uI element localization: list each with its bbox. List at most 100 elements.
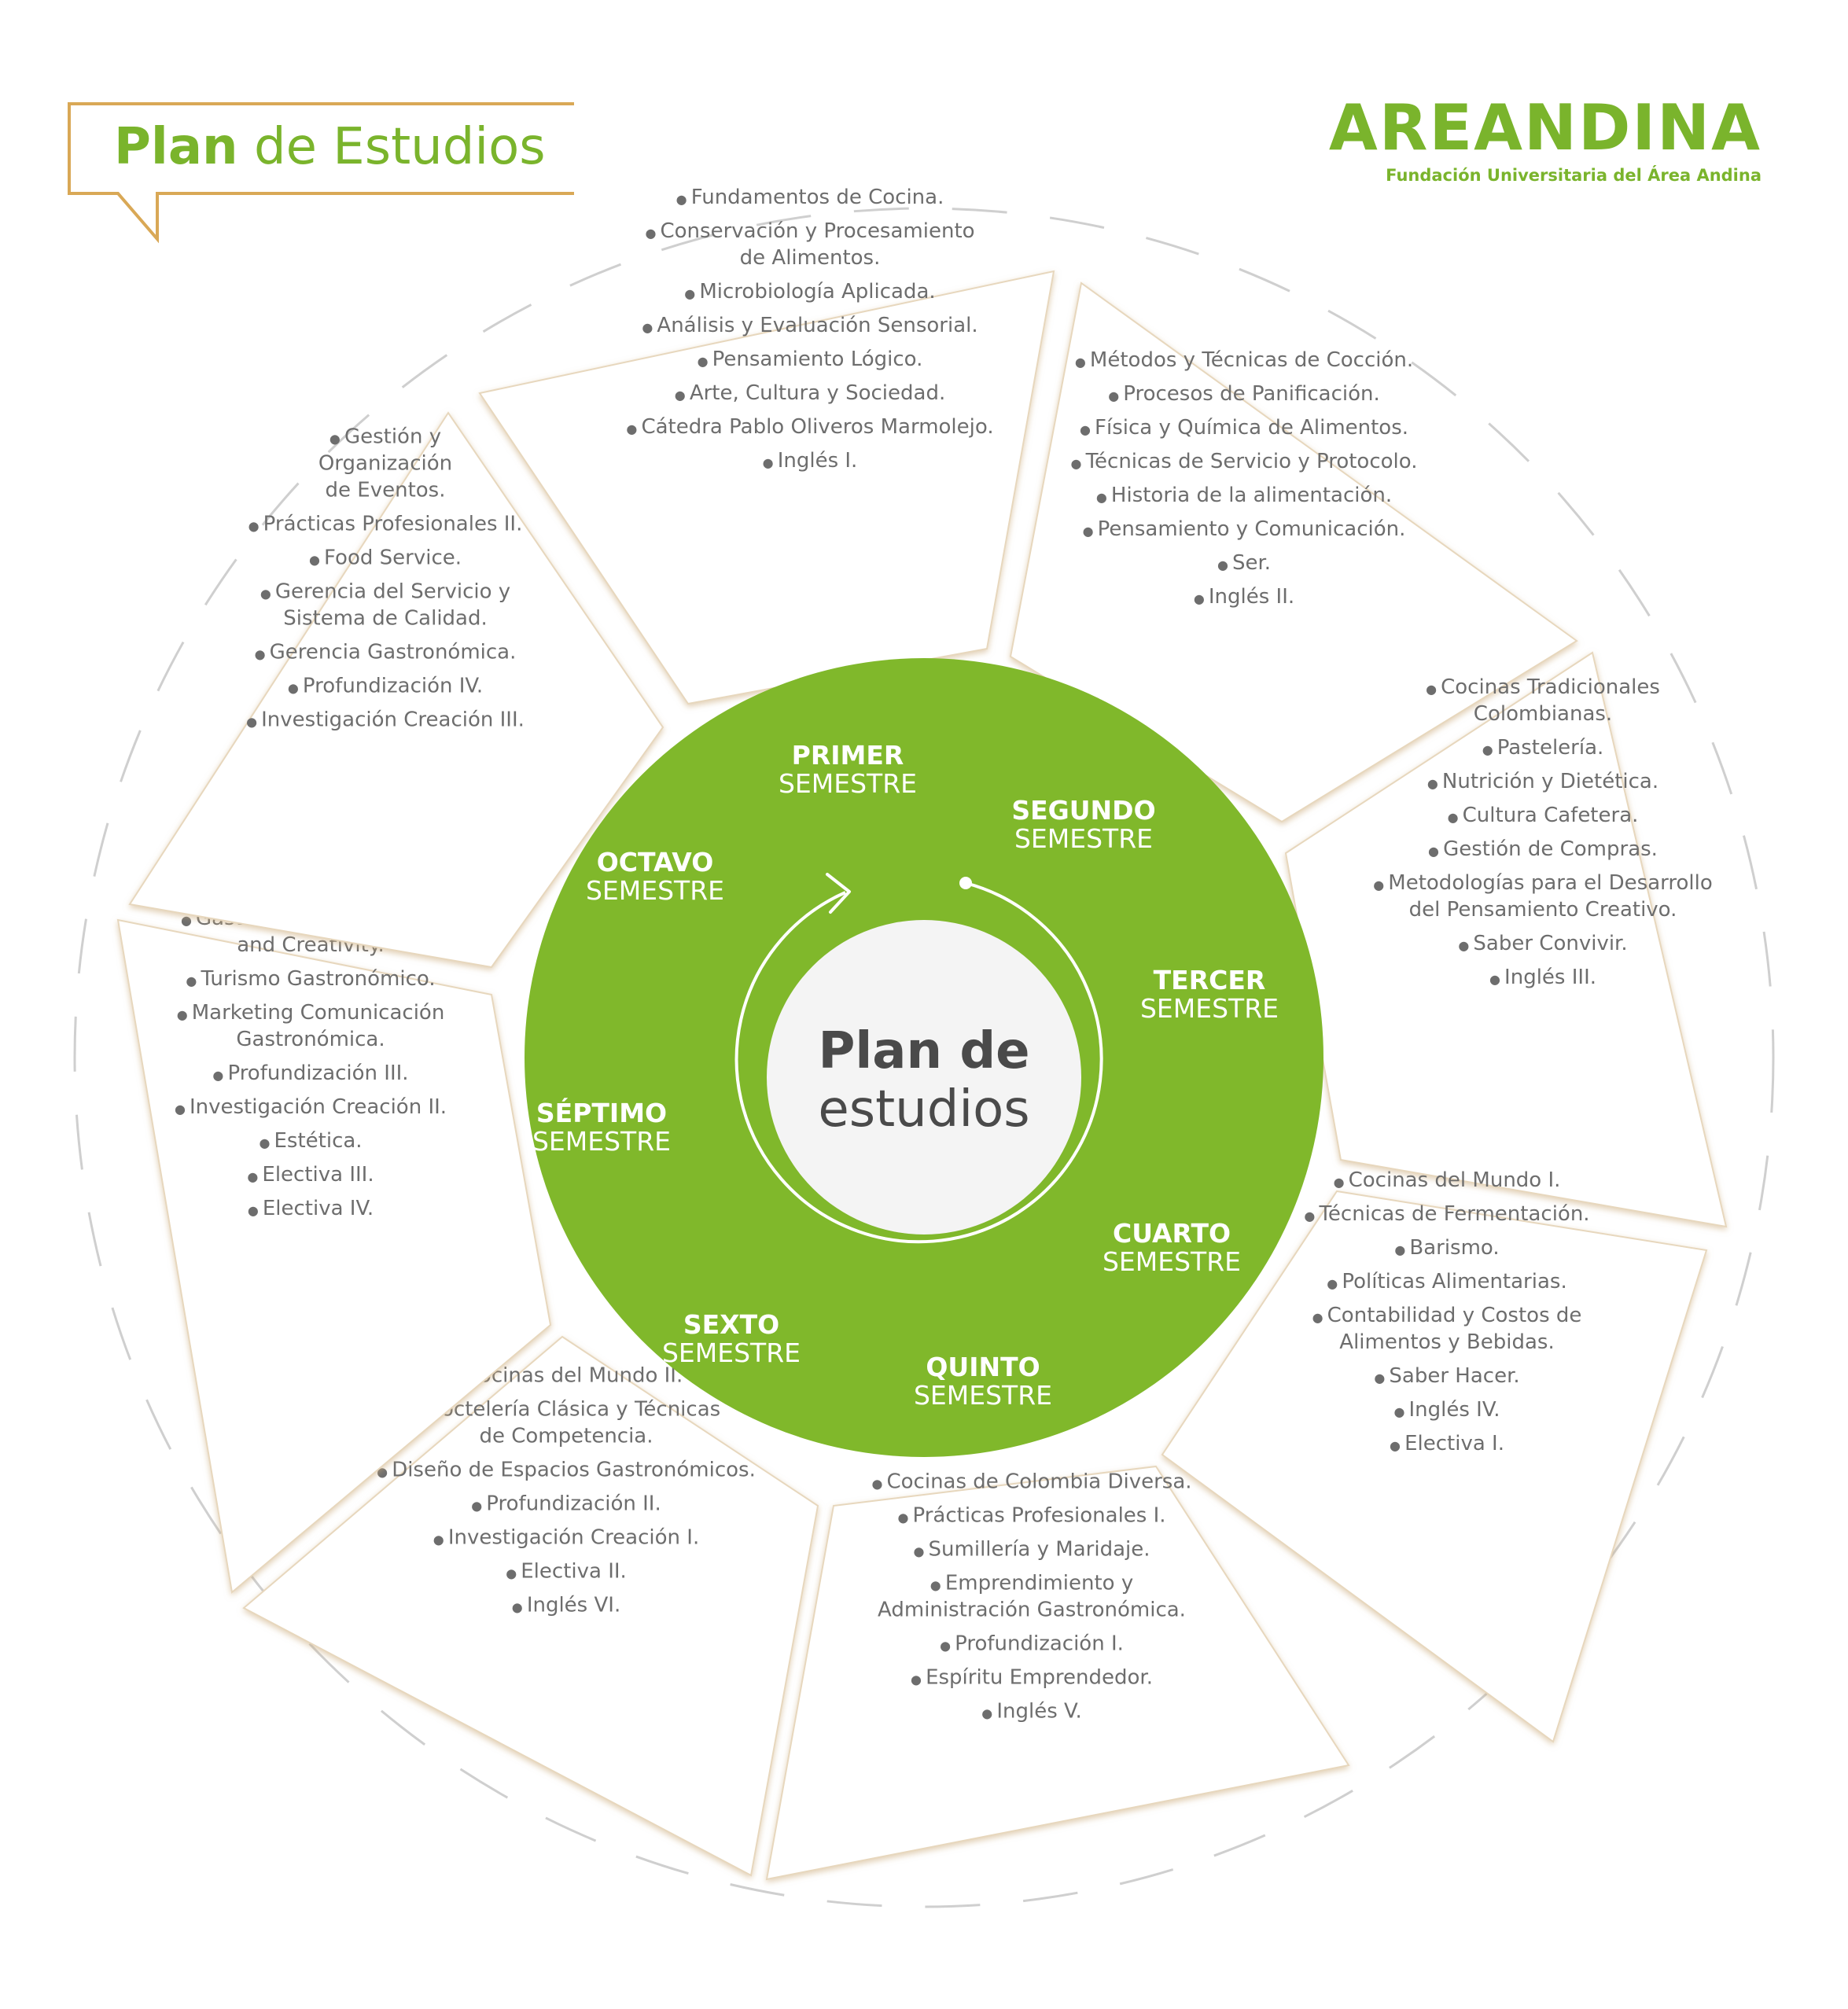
bullet-icon: ● [676, 192, 691, 207]
bullet-icon: ● [914, 1544, 929, 1559]
course-item: ● Fundamentos de Cocina. [676, 186, 944, 209]
course-item: ● Contabilidad y Costos de [1312, 1304, 1582, 1327]
course-item: ● Food Service. [309, 546, 462, 570]
bullet-icon: ● [259, 1135, 274, 1150]
bullet-icon: ● [186, 973, 201, 988]
segment-cuarto: ● Cocinas del Mundo I. ● Técnicas de Ferm… [1161, 1168, 1708, 1743]
course-item: ● Políticas Alimentarias. [1327, 1270, 1566, 1293]
bullet-icon: ● [1194, 591, 1209, 606]
bullet-icon: ● [471, 1499, 486, 1514]
course-item: ● Profundización III. [212, 1062, 408, 1085]
semester-sublabel-septimo: SEMESTRE [532, 1126, 671, 1157]
course-item: Gastronómica. [236, 1028, 385, 1051]
bullet-icon: ● [506, 1566, 521, 1581]
center-circle [767, 920, 1081, 1234]
areandina-logo: AREANDINA Fundación Universitaria del Ár… [1329, 91, 1761, 185]
bullet-icon: ● [248, 1203, 263, 1218]
course-item: ● Inglés V. [981, 1700, 1081, 1724]
course-item: de Competencia. [479, 1425, 653, 1448]
bullet-icon: ● [930, 1578, 945, 1593]
bullet-icon: ● [288, 681, 303, 696]
bullet-icon: ● [675, 388, 690, 403]
course-item: Sistema de Calidad. [283, 607, 488, 631]
segment-quinto: ● Cocinas de Colombia Diversa.● Práctica… [765, 1465, 1350, 1881]
bullet-icon: ● [626, 421, 641, 436]
logo-subtitle: Fundación Universitaria del Área Andina [1386, 165, 1761, 185]
course-item: ● Análisis y Evaluación Sensorial. [642, 314, 977, 337]
course-item: ● Diseño de Espacios Gastronómicos. [377, 1459, 756, 1482]
course-item: ● Electiva III. [247, 1163, 374, 1187]
bullet-icon: ● [329, 432, 344, 447]
course-item: ● Pastelería. [1482, 736, 1604, 760]
semester-sublabel-segundo: SEMESTRE [1014, 823, 1153, 854]
course-item: ● Electiva IV. [248, 1197, 374, 1220]
course-item: ● Barismo. [1394, 1236, 1499, 1260]
course-item: ● Inglés I. [763, 449, 858, 473]
bullet-icon: ● [698, 354, 712, 369]
bullet-icon: ● [1083, 524, 1098, 539]
bullet-icon: ● [255, 647, 270, 662]
cycle-arrow-path [734, 881, 1103, 1244]
course-item: ● Inglés III. [1489, 966, 1596, 989]
course-item: ● Inglés VI. [512, 1594, 620, 1617]
course-item: ● Turismo Gastronómico. [186, 967, 435, 991]
semester-sublabel-cuarto: SEMESTRE [1103, 1246, 1241, 1277]
course-item: ● Sumillería y Maridaje. [914, 1538, 1150, 1562]
bullet-icon: ● [1390, 1438, 1404, 1453]
course-item: de Eventos. [326, 479, 446, 502]
course-item: ● Marketing Comunicación [177, 1001, 445, 1025]
course-item: ● Pensamiento Lógico. [698, 348, 923, 371]
segment-card-septimo [116, 918, 552, 1594]
course-item: Alimentos y Bebidas. [1339, 1330, 1554, 1354]
course-item: ● Saber Hacer. [1374, 1364, 1519, 1388]
course-item: ● Historia de la alimentación. [1096, 484, 1392, 507]
course-item: ● Gerencia del Servicio y [260, 580, 510, 604]
semester-label-segundo: SEGUNDO [1011, 795, 1155, 826]
bullet-icon: ● [1448, 810, 1463, 825]
bullet-icon: ● [1427, 776, 1442, 791]
course-item: ● Investigación Creación I. [433, 1526, 699, 1550]
bullet-icon: ● [1217, 557, 1232, 572]
segment-card-octavo [128, 411, 664, 969]
course-item: ● Emprendimiento y [930, 1572, 1133, 1595]
course-item: ● Investigación Creación II. [175, 1095, 447, 1119]
course-item: ● Prácticas Profesionales I. [897, 1504, 1165, 1528]
bullet-icon: ● [1334, 1175, 1349, 1190]
semester-sublabel-tercer: SEMESTRE [1140, 993, 1279, 1024]
bullet-icon: ● [684, 286, 699, 301]
page-title-bold: Plan [114, 118, 238, 176]
semester-sublabel-sexto: SEMESTRE [662, 1337, 801, 1368]
bullet-icon: ● [248, 519, 263, 534]
bullet-icon: ● [309, 553, 324, 568]
course-item: ● Técnicas de Fermentación. [1304, 1202, 1589, 1226]
semester-label-sexto: SEXTO [683, 1309, 779, 1340]
course-item: ● Profundización IV. [288, 675, 483, 698]
bullet-icon: ● [1327, 1276, 1342, 1291]
bullet-icon: ● [763, 455, 778, 470]
course-item: ● Profundización I. [940, 1632, 1124, 1656]
bullet-icon: ● [1080, 422, 1095, 437]
course-item: ● Métodos y Técnicas de Cocción. [1075, 348, 1413, 372]
course-item: ● Electiva I. [1390, 1432, 1504, 1455]
course-item: ● Cocinas del Mundo I. [1334, 1168, 1561, 1192]
course-item: ● Cátedra Pablo Oliveros Marmolejo. [626, 415, 993, 439]
header-callout: Plan de Estudios [68, 102, 574, 244]
bullet-icon: ● [1374, 1371, 1389, 1385]
course-item: de Alimentos. [740, 246, 881, 270]
course-item: ● Coctelería Clásica y Técnicas [412, 1398, 720, 1422]
semester-label-primer: PRIMER [792, 740, 904, 771]
bullet-icon: ● [1304, 1209, 1319, 1223]
course-item: ● Cultura Cafetera. [1448, 804, 1639, 827]
semester-label-septimo: SÉPTIMO [536, 1097, 667, 1128]
bullet-icon: ● [1393, 1404, 1408, 1419]
course-item: ● Arte, Cultura y Sociedad. [675, 381, 945, 405]
course-item: ● Profundización II. [471, 1492, 661, 1516]
course-item: ● Estética. [259, 1129, 362, 1153]
course-item: ● Investigación Creación III. [246, 708, 525, 732]
bullet-icon: ● [1428, 844, 1443, 859]
bullet-icon: ● [512, 1600, 527, 1615]
bullet-icon: ● [642, 320, 657, 335]
bullet-icon: ● [212, 1068, 227, 1083]
segment-sexto: ● Cocinas del Mundo II.● Coctelería Clás… [242, 1335, 819, 1877]
